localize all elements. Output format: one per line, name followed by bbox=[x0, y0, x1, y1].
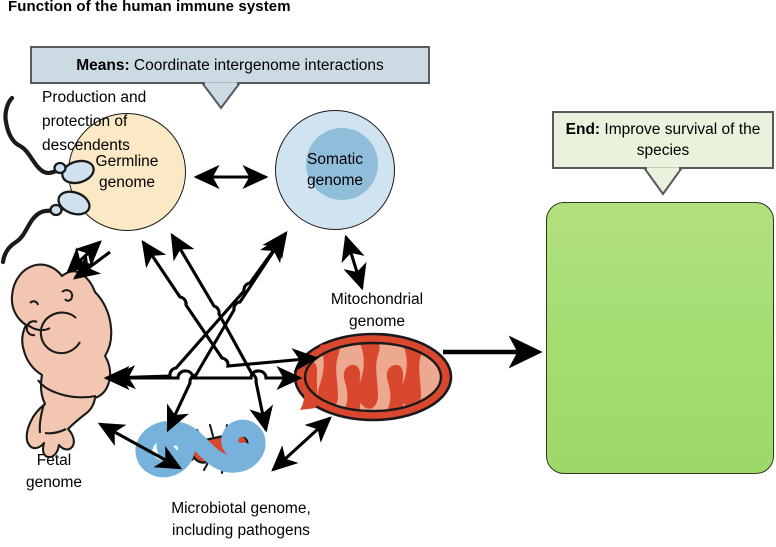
end-callout-tail bbox=[643, 168, 683, 196]
end-callout-text: End: Improve survival of the species bbox=[565, 121, 761, 159]
somatic-nucleus bbox=[306, 128, 378, 200]
arrow-microbiotal-mitochondrial bbox=[271, 416, 332, 472]
arrow-fetal-microbiotal bbox=[97, 422, 183, 470]
arrow-fetal-mitochondrial bbox=[103, 365, 303, 391]
arrow-somatic-mitochondrial bbox=[341, 234, 367, 291]
mitochondrion-icon bbox=[293, 332, 453, 422]
fetus-icon bbox=[10, 263, 113, 459]
outcome-panel-text: Production and protection of descendents bbox=[42, 89, 147, 154]
outcome-panel bbox=[546, 202, 774, 474]
means-callout-text: Means: Coordinate intergenome interactio… bbox=[76, 56, 384, 74]
page-title: Function of the human immune system bbox=[8, 0, 291, 15]
arrow-into-fetal-top bbox=[73, 250, 111, 280]
microbiotal-genome-label: Microbiotal genome,including pathogens bbox=[171, 500, 311, 539]
means-callout-tail bbox=[201, 83, 241, 110]
sperm-icon bbox=[0, 95, 95, 265]
